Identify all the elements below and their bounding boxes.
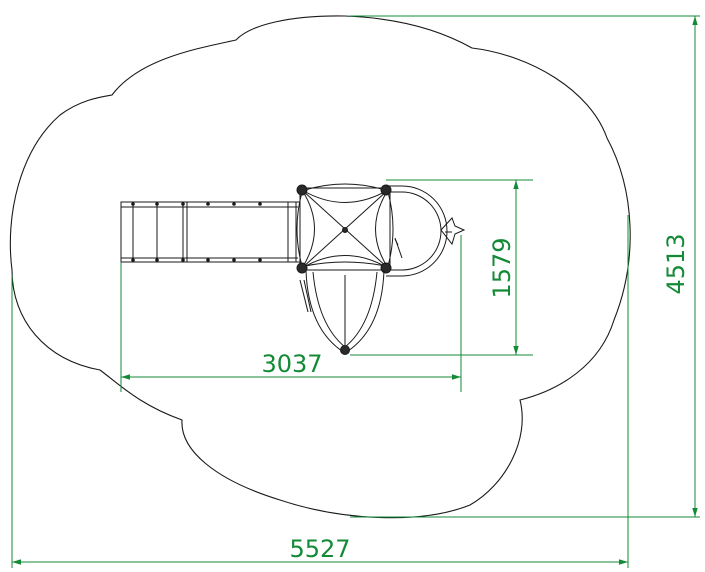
dimension-label-overall-depth: 4513 (662, 233, 690, 294)
safety-zone-outline (9, 15, 631, 519)
slide-bolts (131, 202, 262, 262)
wheel-ornament (440, 217, 466, 246)
dimension-label-equipment-length: 3037 (261, 350, 322, 378)
dimension-overall-width (11, 215, 629, 568)
dimension-overall-depth (350, 15, 700, 518)
bow-tip (340, 345, 350, 355)
dimension-label-equipment-width: 1579 (488, 237, 516, 298)
bow-deck (299, 269, 385, 354)
dimension-label-overall-width: 5527 (289, 535, 350, 563)
dimension-equipment-width (350, 179, 533, 356)
slide (120, 201, 301, 263)
steering-handle (386, 185, 448, 277)
dimension-equipment-length (120, 235, 462, 392)
